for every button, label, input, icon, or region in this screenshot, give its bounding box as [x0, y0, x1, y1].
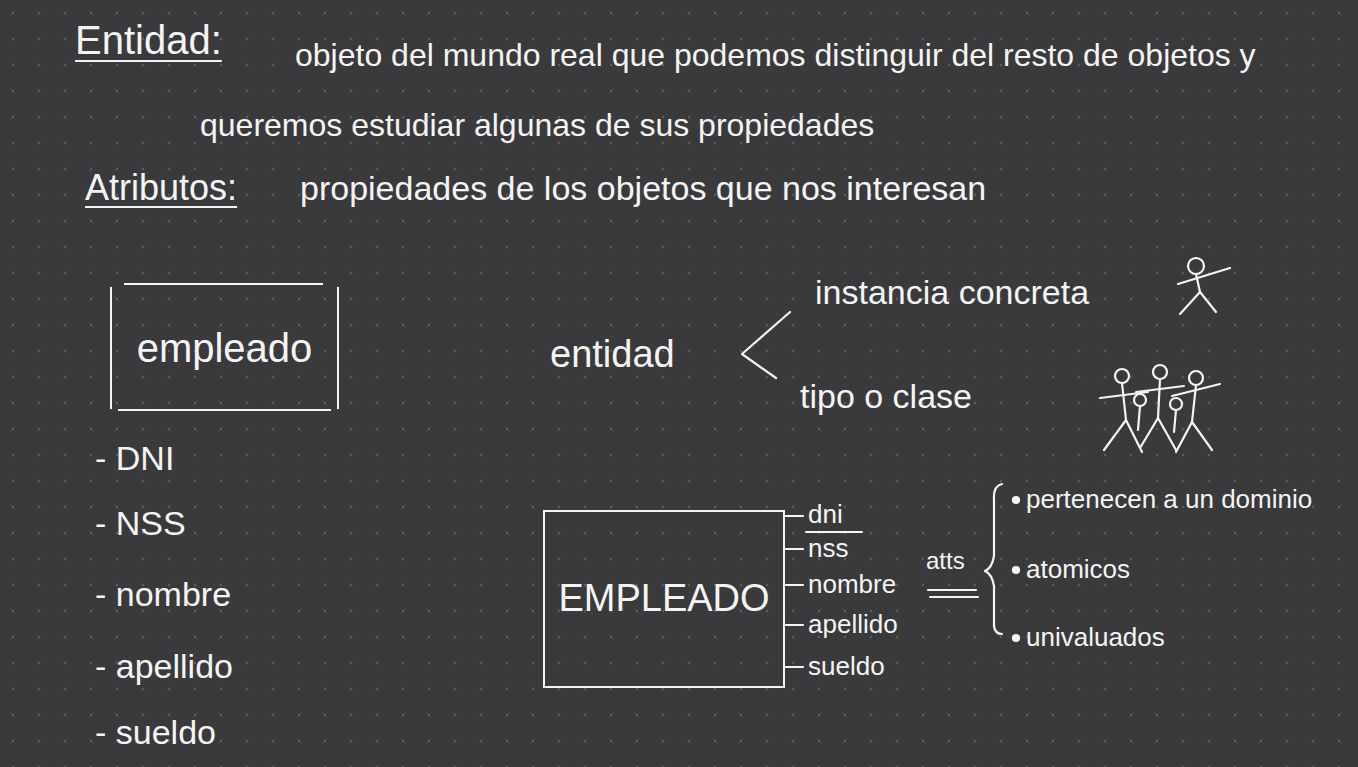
attribute-item: - apellido — [95, 646, 233, 687]
stick-figure — [1178, 258, 1230, 314]
entity-name: EMPLEADO — [558, 576, 769, 622]
attribute-item: - NSS — [95, 503, 186, 544]
property-item: pertenecen a un dominio — [1026, 484, 1312, 515]
attribute-item: - sueldo — [95, 712, 216, 753]
stick-figure-group — [1100, 365, 1220, 452]
definition-text: propiedades de los objetos que nos inter… — [300, 168, 986, 209]
bullet — [1013, 567, 1019, 573]
attribute-name: dni — [808, 499, 843, 530]
attribute-name: apellido — [808, 609, 898, 640]
bullet — [1013, 635, 1019, 641]
attribute-item: - nombre — [95, 574, 231, 615]
equals-mark — [928, 589, 976, 591]
property-item: univaluados — [1026, 622, 1165, 653]
attribute-name: nss — [808, 533, 848, 564]
concept-label: entidad — [550, 332, 675, 378]
term-heading: Atributos: — [85, 166, 237, 209]
attribute-name: sueldo — [808, 651, 885, 682]
term-heading: Entidad: — [75, 16, 222, 64]
attribute-name: nombre — [808, 569, 896, 600]
branch-label: instancia concreta — [815, 272, 1089, 313]
attribute-item: - DNI — [95, 438, 174, 479]
bullet — [1013, 497, 1019, 503]
branch-symbol — [742, 312, 790, 378]
entity-box: empleado — [110, 287, 339, 409]
brace — [985, 484, 1002, 634]
branch-label: tipo o clase — [800, 376, 972, 417]
entity-box: EMPLEADO — [543, 510, 785, 688]
definition-text: objeto del mundo real que podemos distin… — [200, 20, 1300, 160]
abbreviation-label: atts — [926, 547, 965, 576]
entity-name: empleado — [137, 324, 313, 372]
property-item: atomicos — [1026, 554, 1130, 585]
equals-mark — [930, 596, 978, 598]
